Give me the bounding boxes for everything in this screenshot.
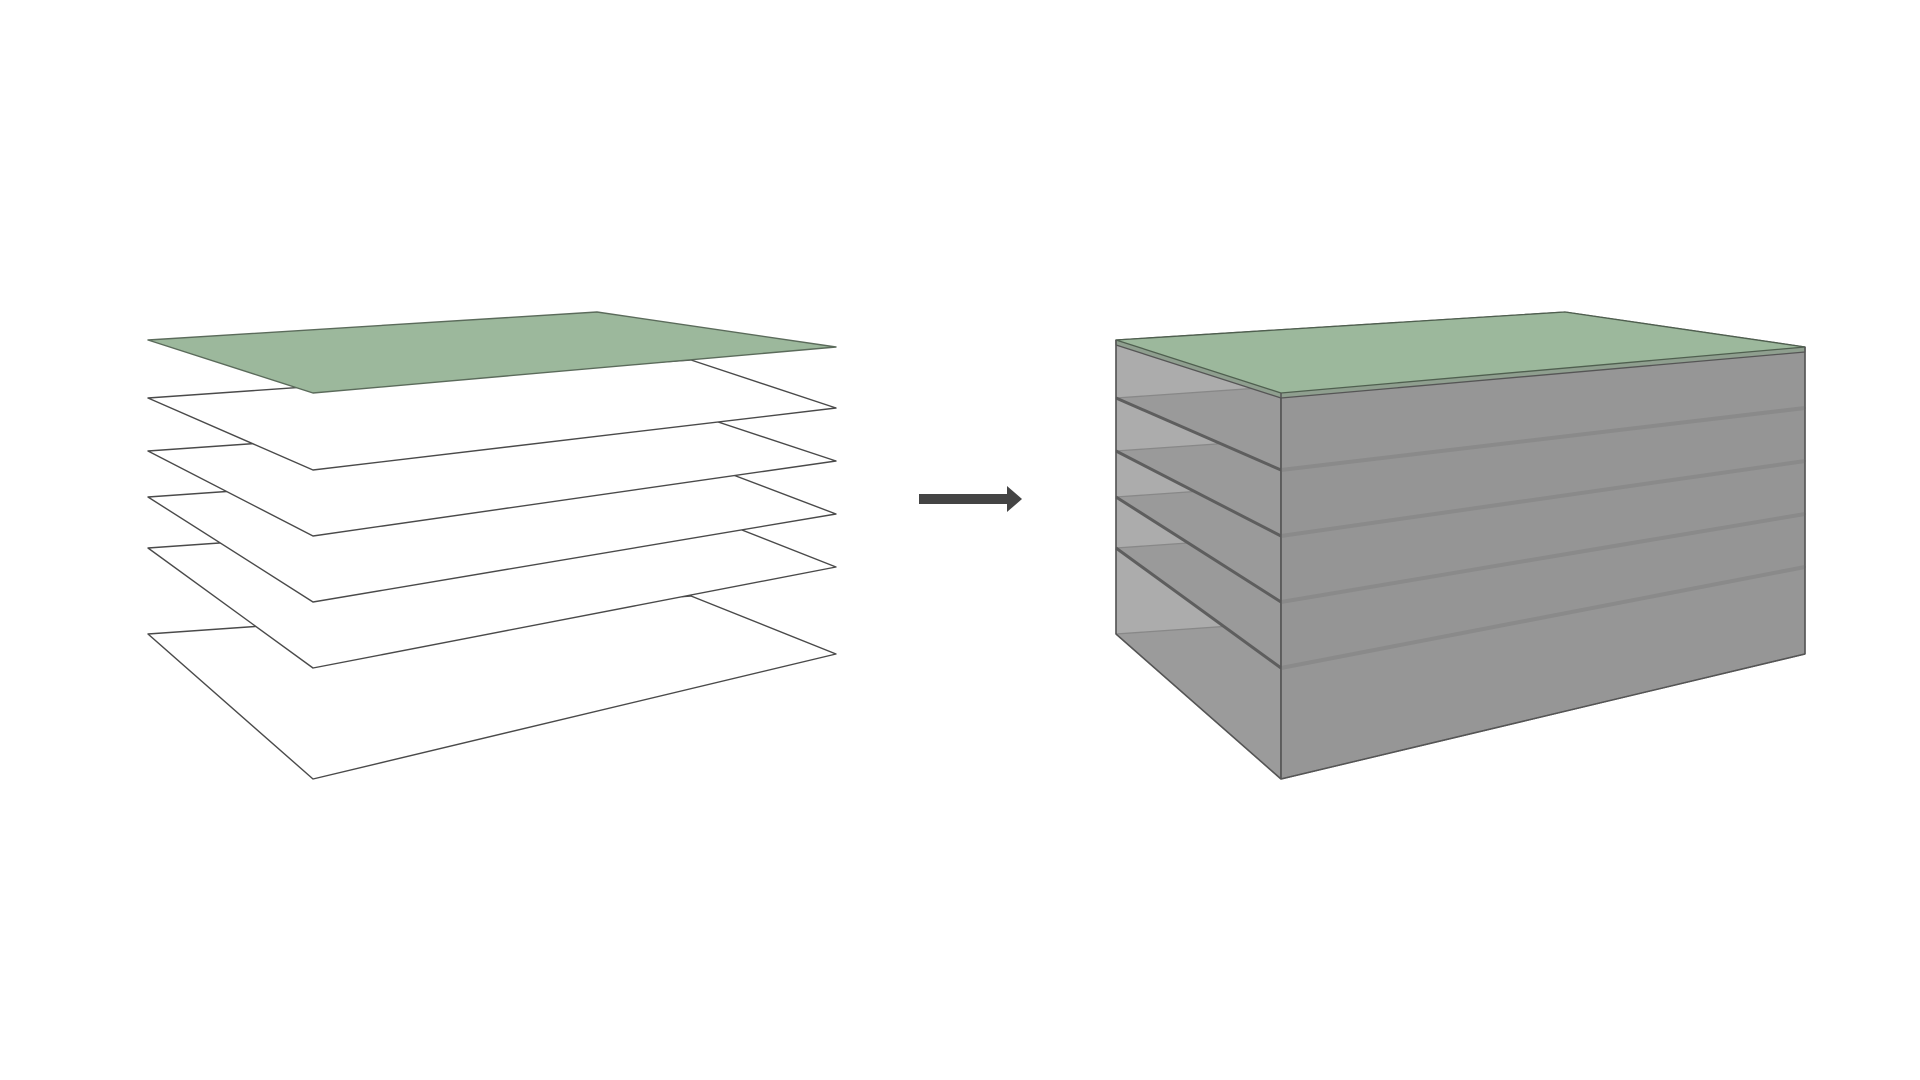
volume-outline (1115, 340, 1806, 780)
solid-building-volume (1115, 311, 1806, 780)
transform-arrow (919, 486, 1022, 512)
left-slab-edges (1115, 396, 1282, 670)
arrow-shaft (919, 494, 1009, 504)
exploded-floor-stack (147, 311, 837, 780)
roof-plate (147, 311, 837, 394)
left-side-face (1115, 339, 1282, 780)
arrow-head (1007, 486, 1022, 512)
slab-edges (1280, 406, 1806, 670)
